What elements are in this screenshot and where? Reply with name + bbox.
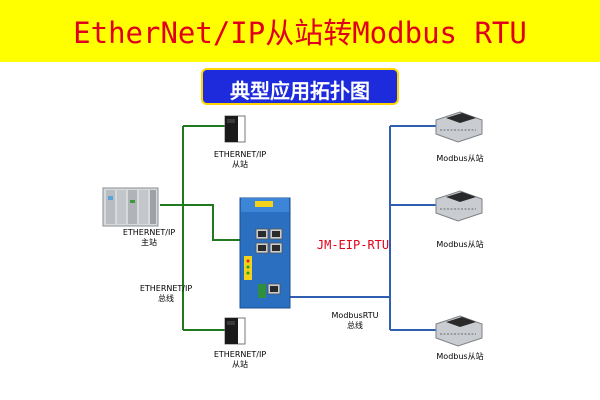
modbus-bus-label: ModbusRTU 总线	[315, 311, 395, 331]
slave-top-label-line2: 从站	[232, 160, 248, 169]
title-bar: EtherNet/IP从站转Modbus RTU	[0, 0, 600, 62]
link-gateway	[183, 204, 256, 241]
slave-bottom-label-line2: 从站	[232, 360, 248, 369]
slave-bottom-label-line1: ETHERNET/IP	[213, 350, 267, 359]
subtitle-box: 典型应用拓扑图	[201, 68, 399, 105]
slave-top-label-line1: ETHERNET/IP	[213, 150, 267, 159]
ethernet-bus-label-line1: ETHERNET/IP	[139, 284, 193, 293]
gateway-device-icon	[239, 197, 291, 309]
modbus-slave-icon-2	[435, 190, 483, 222]
diagram-subtitle: 典型应用拓扑图	[230, 79, 370, 103]
modbus-slave-icon-1	[435, 111, 483, 143]
ethernet-bus-lines	[160, 125, 256, 331]
modbus-bus-label-line1: ModbusRTU	[331, 311, 379, 320]
modbus-bus-lines	[285, 125, 436, 331]
slave-top-label: ETHERNET/IP 从站	[200, 150, 280, 170]
modbus-slave-icon-3	[435, 315, 483, 347]
page-title: EtherNet/IP从站转Modbus RTU	[73, 16, 527, 50]
slave-top-device-icon	[224, 115, 246, 143]
gateway-model-label: JM-EIP-RTU	[316, 238, 390, 252]
modbus-slave-label-2: Modbus从站	[436, 240, 484, 249]
ethernet-bus-label: ETHERNET/IP 总线	[126, 284, 206, 304]
master-label: ETHERNET/IP 主站	[109, 228, 189, 248]
master-plc-icon	[102, 187, 159, 227]
slave-bottom-label: ETHERNET/IP 从站	[200, 350, 280, 370]
master-label-line2: 主站	[141, 238, 157, 247]
modbus-bus-label-line2: 总线	[347, 321, 363, 330]
modbus-slave-label-3: Modbus从站	[436, 352, 484, 361]
slave-bottom-device-icon	[224, 317, 246, 345]
master-label-line1: ETHERNET/IP	[122, 228, 176, 237]
ethernet-bus-label-line2: 总线	[158, 294, 174, 303]
modbus-slave-label-1: Modbus从站	[436, 154, 484, 163]
